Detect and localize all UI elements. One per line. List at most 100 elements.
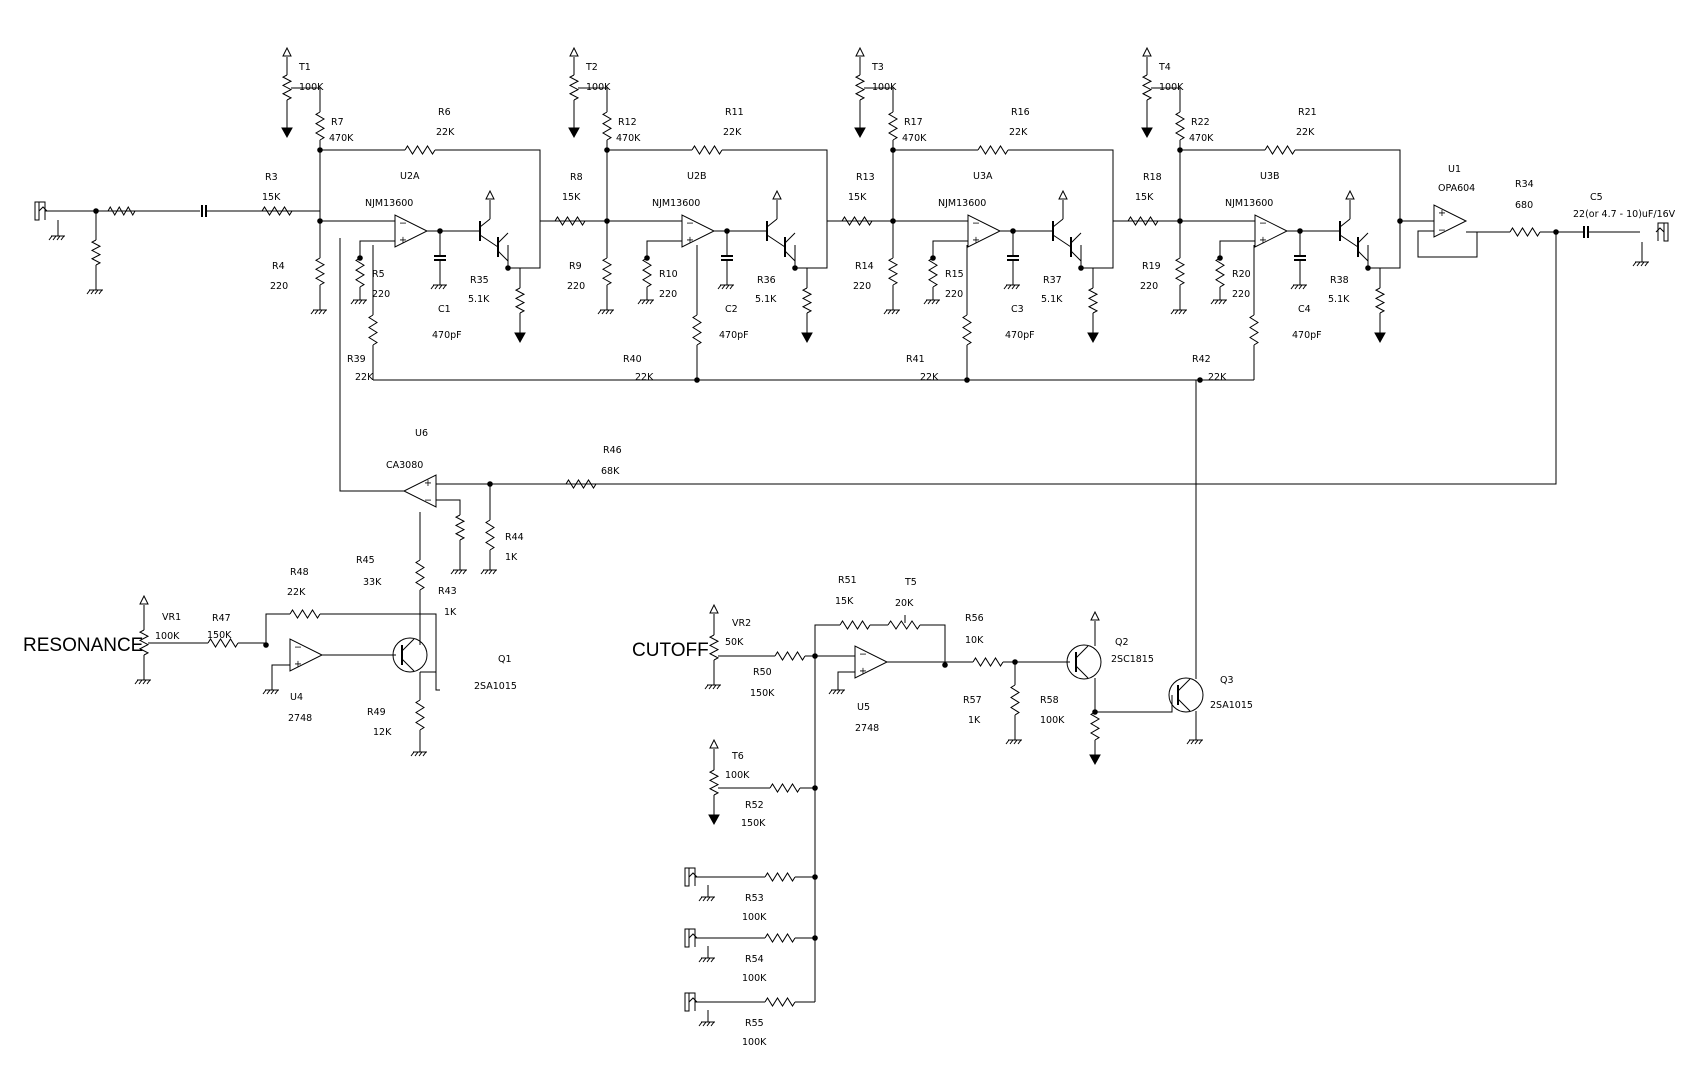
- resistor-icon: [691, 145, 723, 155]
- resistor-icon: [928, 257, 938, 288]
- label-ref-t6: T6: [731, 751, 744, 762]
- label-ref-c3: C3: [1011, 304, 1024, 315]
- label-value-r15: 220: [945, 289, 963, 300]
- label-value-r51: 15K: [835, 596, 854, 607]
- svg-text:−: −: [859, 649, 867, 660]
- label-ref-u2b: U2B: [687, 171, 707, 182]
- label-ref-r41: R41: [906, 354, 925, 365]
- label-ref-r3: R3: [265, 172, 278, 183]
- label-value-r41: 22K: [920, 372, 939, 383]
- opamp-icon: −+: [394, 214, 429, 248]
- resistor-icon: [568, 74, 580, 101]
- junction-dot: [964, 377, 970, 383]
- resistor-icon: [972, 657, 1004, 667]
- resonance-label: RESONANCE: [23, 635, 143, 656]
- label-value-u6: CA3080: [386, 460, 423, 471]
- label-value-vr1: 100K: [155, 631, 180, 642]
- svg-text:−: −: [399, 218, 407, 229]
- ground-icon: [350, 299, 367, 305]
- resistor-icon: [708, 769, 720, 796]
- wire: [359, 240, 395, 258]
- vcc-arrow-icon: [1058, 189, 1068, 200]
- label-value-r34: 680: [1515, 200, 1533, 211]
- vcc-arrow-icon: [855, 46, 865, 57]
- jack-icon: [34, 201, 48, 221]
- resistor-icon: [565, 479, 597, 489]
- label-value-t4: 100K: [1159, 82, 1184, 93]
- label-value-c1: 470pF: [432, 330, 462, 341]
- resistor-icon: [289, 609, 321, 619]
- svg-text:−: −: [686, 218, 694, 229]
- label-value-r17: 470K: [902, 133, 927, 144]
- label-ref-r4: R4: [272, 261, 285, 272]
- ground-icon: [1632, 261, 1649, 267]
- resistor-icon: [404, 145, 436, 155]
- svg-text:+: +: [686, 235, 694, 246]
- resistor-icon: [839, 620, 871, 630]
- label-ref-r20: R20: [1232, 269, 1251, 280]
- vcc-arrow-icon: [139, 594, 149, 605]
- label-value-r22: 470K: [1189, 133, 1214, 144]
- label-ref-u6: U6: [415, 428, 428, 439]
- opamp-icon: −+: [854, 645, 889, 679]
- vcc-arrow-icon: [1090, 610, 1100, 621]
- resistor-icon: [1215, 257, 1225, 288]
- wire: [1008, 149, 1114, 221]
- resistor-icon: [977, 145, 1009, 155]
- svg-text:+: +: [1438, 208, 1446, 219]
- capacitor-icon: [1294, 255, 1306, 261]
- resistor-icon: [1374, 287, 1386, 314]
- resistor-icon: [601, 257, 613, 286]
- ground-icon: [450, 569, 467, 575]
- label-ref-q3: Q3: [1220, 675, 1234, 686]
- ground-icon: [1003, 284, 1020, 290]
- vee-arrow-icon: [801, 332, 813, 344]
- svg-text:+: +: [972, 235, 980, 246]
- label-value-r12: 470K: [616, 133, 641, 144]
- ground-icon: [430, 284, 447, 290]
- label-value-r49: 12K: [373, 727, 392, 738]
- label-value-t6: 100K: [725, 770, 750, 781]
- label-ref-r16: R16: [1011, 107, 1030, 118]
- wire: [646, 240, 682, 258]
- resistor-icon: [138, 629, 150, 656]
- label-ref-q1: Q1: [498, 654, 512, 665]
- svg-text:+: +: [1259, 235, 1267, 246]
- wire: [1095, 695, 1173, 713]
- opamp-icon: +−: [402, 474, 437, 508]
- label-value-u4: 2748: [288, 713, 312, 724]
- ground-icon: [310, 309, 327, 315]
- resistor-icon: [368, 314, 378, 346]
- wire: [864, 87, 894, 112]
- resistor-icon: [315, 111, 325, 141]
- label-ref-r43: R43: [438, 586, 457, 597]
- wire: [508, 221, 541, 269]
- label-value-r56: 10K: [965, 635, 984, 646]
- resistor-icon: [415, 559, 425, 591]
- ground-icon: [48, 235, 65, 241]
- label-value-r36: 5.1K: [755, 294, 777, 305]
- label-ref-r57: R57: [963, 695, 982, 706]
- label-value-r11: 22K: [723, 127, 742, 138]
- svg-text:+: +: [294, 659, 302, 670]
- label-ref-r48: R48: [290, 567, 309, 578]
- label-value-r6: 22K: [436, 127, 455, 138]
- label-ref-r34: R34: [1515, 179, 1534, 190]
- resistor-icon: [261, 206, 293, 216]
- labels: T1100KR7470KR622KU2ANJM13600R5220C1470pF…: [23, 62, 1676, 1048]
- wire: [1151, 87, 1181, 112]
- label-ref-t1: T1: [298, 62, 311, 73]
- label-value-r19: 220: [1140, 281, 1158, 292]
- label-value-r46: 68K: [601, 466, 620, 477]
- ground-icon: [1170, 309, 1187, 315]
- symbols: −+−+−+−++−+−−+−+: [34, 46, 1669, 1027]
- opamp-icon: −+: [967, 214, 1002, 248]
- label-value-u5: 2748: [855, 723, 879, 734]
- label-value-c2: 470pF: [719, 330, 749, 341]
- label-ref-r13: R13: [856, 172, 875, 183]
- label-value-c4: 470pF: [1292, 330, 1322, 341]
- label-value-t2: 100K: [586, 82, 611, 93]
- resistor-icon: [514, 287, 526, 314]
- cutoff-label: CUTOFF: [632, 640, 709, 661]
- label-ref-r14: R14: [855, 261, 874, 272]
